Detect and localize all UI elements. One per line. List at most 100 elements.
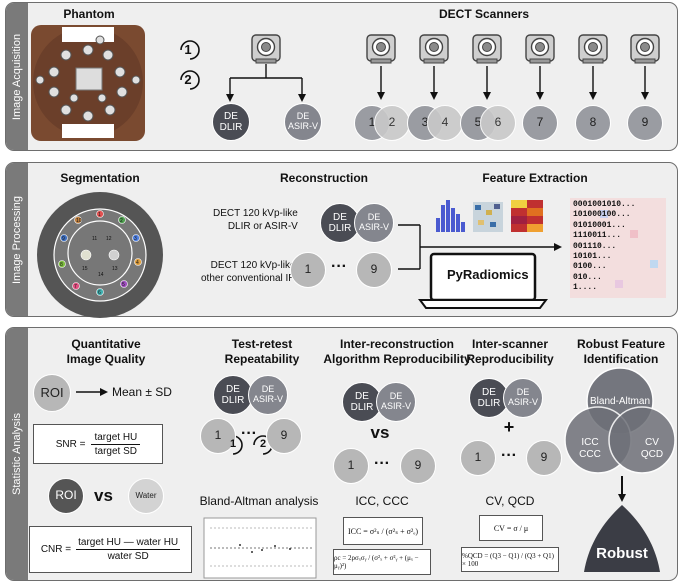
dect-scanners-title: DECT Scanners — [438, 7, 530, 21]
segmentation-title: Segmentation — [60, 171, 140, 185]
scanner-node: 6 — [480, 105, 516, 141]
phantom-number: 5 — [122, 282, 125, 288]
cnr-numerator: target HU — water HU — [76, 537, 181, 550]
row1-label: DECT 120 kVp-like DLIR or ASIR-V — [213, 208, 298, 232]
step-icons — [180, 40, 200, 90]
cv-qcd-label: CV, QCD — [485, 494, 535, 508]
venn-icc-label: ICC CCC — [579, 437, 601, 460]
bland-altman-plot — [203, 517, 317, 579]
roi-node-dark: ROI — [48, 478, 84, 514]
venn-cv-label: CV QCD — [640, 437, 664, 460]
binary-line: 01010001... — [573, 220, 626, 230]
scanner-node: 2 — [374, 105, 410, 141]
dlir-node: DE DLIR — [342, 382, 382, 422]
phantom-number: 15 — [82, 266, 88, 272]
range-start-node: 1 — [333, 448, 369, 484]
cnr-formula: CNR = target HU — water HU water SD — [29, 526, 192, 573]
venn-bland-altman-label: Bland-Altman — [589, 396, 651, 407]
phantom-number: 14 — [98, 272, 104, 278]
range-end-node: 9 — [356, 252, 392, 288]
ccc-formula: ρc = 2ρσₓσᵧ / (σ²ₓ + σ²ᵧ + (μₓ − μᵧ)²) — [333, 549, 431, 575]
qcd-formula: %QCD = (Q3 − Q1) / (Q3 + Q1) × 100 — [461, 547, 559, 572]
isr-title: Inter-scanner Reproducibility — [466, 337, 554, 366]
bland-altman-analysis-label: Bland-Altman analysis — [199, 494, 319, 508]
phantom-number: 7 — [74, 284, 77, 290]
icc-ccc-label: ICC, CCC — [355, 494, 409, 508]
phantom-number: 10 — [76, 218, 82, 224]
laptop-icon — [418, 252, 548, 309]
snr-formula: SNR = target HU target SD — [33, 424, 163, 464]
step-2-label: 2 — [259, 438, 267, 450]
asirv-node: DE ASIR-V — [354, 203, 394, 243]
phantom-number: 11 — [92, 236, 98, 242]
dlir-node: DE DLIR — [212, 103, 250, 141]
range-end-node: 9 — [400, 448, 436, 484]
cnr-label: CNR = — [40, 544, 72, 555]
cv-formula: CV = σ / μ — [479, 515, 543, 541]
snr-denominator: target SD — [94, 445, 137, 457]
range-dots: ··· — [501, 447, 517, 464]
roi-node: ROI — [33, 374, 71, 412]
irr-title: Inter-reconstruction Algorithm Reproduci… — [323, 337, 471, 366]
binary-line: 1110011... — [573, 231, 622, 241]
panel-sidebar: Image Acquisition — [6, 3, 28, 150]
range-start-node: 1 — [290, 252, 326, 288]
rfi-title: Robust Feature Identification — [576, 337, 666, 366]
dlir-node: DE DLIR — [320, 203, 360, 243]
vs-label: vs — [370, 423, 390, 442]
binary-line: 10101... — [573, 252, 612, 262]
range-dots: ··· — [374, 455, 390, 472]
phantom-number: 13 — [112, 266, 118, 272]
dlir-node: DE DLIR — [213, 375, 253, 415]
asirv-node: DE ASIR-V — [284, 103, 322, 141]
range-start-node: 1 — [460, 440, 496, 476]
feature-matrix — [570, 198, 666, 298]
scanner-node: 7 — [522, 105, 558, 141]
pyradiomics-label: PyRadiomics — [447, 267, 529, 282]
segmentation-phantom — [37, 192, 163, 318]
binary-features: 0001001010... 101000100... 01010001... 1… — [573, 200, 635, 294]
asirv-node: DE ASIR-V — [376, 382, 416, 422]
venn-diagram — [564, 367, 676, 474]
phantom-number: 3 — [134, 236, 137, 242]
texture-matrix-icon — [473, 202, 503, 232]
binary-line: 0100... — [573, 262, 607, 272]
binary-line: 101000100... — [573, 210, 631, 220]
row2-label: DECT 120 kVp-like other conventional IR — [201, 260, 296, 284]
phantom-number: 6 — [98, 290, 101, 296]
step-1-label: 1 — [229, 438, 237, 450]
vs-label: vs — [94, 486, 113, 505]
binary-line: 0001001010... — [573, 200, 636, 209]
scanner-node: 4 — [427, 105, 463, 141]
snr-numerator: target HU — [91, 432, 141, 445]
asirv-node: DE ASIR-V — [248, 375, 288, 415]
range-dots: ··· — [241, 425, 257, 442]
phantom-image — [31, 25, 145, 141]
phantom-title: Phantom — [63, 7, 115, 21]
snr-label: SNR = — [55, 438, 86, 450]
binary-line: 010... — [573, 272, 602, 282]
icc-formula: ICC = σ²ₛ / (σ²ₛ + σ²ₑ) — [343, 517, 423, 545]
histogram-icon — [436, 200, 465, 232]
mean-sd-label: Mean ± SD — [112, 385, 172, 399]
cnr-denominator: water SD — [107, 551, 149, 562]
panel-sidebar: Image Processing — [6, 163, 28, 316]
reconstruction-title: Reconstruction — [279, 171, 369, 185]
binary-line: 001110... — [573, 241, 617, 251]
panel-sidebar: Statistic Analysis — [6, 328, 28, 580]
range-start-node: 1 — [200, 418, 236, 454]
asirv-node: DE ASIR-V — [503, 378, 543, 418]
range-dots: ··· — [331, 258, 347, 275]
phantom-number: 2 — [120, 218, 123, 224]
qiq-title: Quantitative Image Quality — [66, 337, 146, 366]
phantom-number: 12 — [106, 236, 112, 242]
dlir-node: DE DLIR — [469, 378, 509, 418]
scanner-node: 8 — [575, 105, 611, 141]
plus-label: + — [503, 417, 515, 437]
robust-label: Robust — [596, 545, 648, 562]
scanner-node: 9 — [627, 105, 663, 141]
heatmap-icon — [511, 200, 543, 232]
trr-title: Test-retest Repeatability — [224, 337, 300, 366]
step-2-label: 2 — [184, 72, 192, 87]
